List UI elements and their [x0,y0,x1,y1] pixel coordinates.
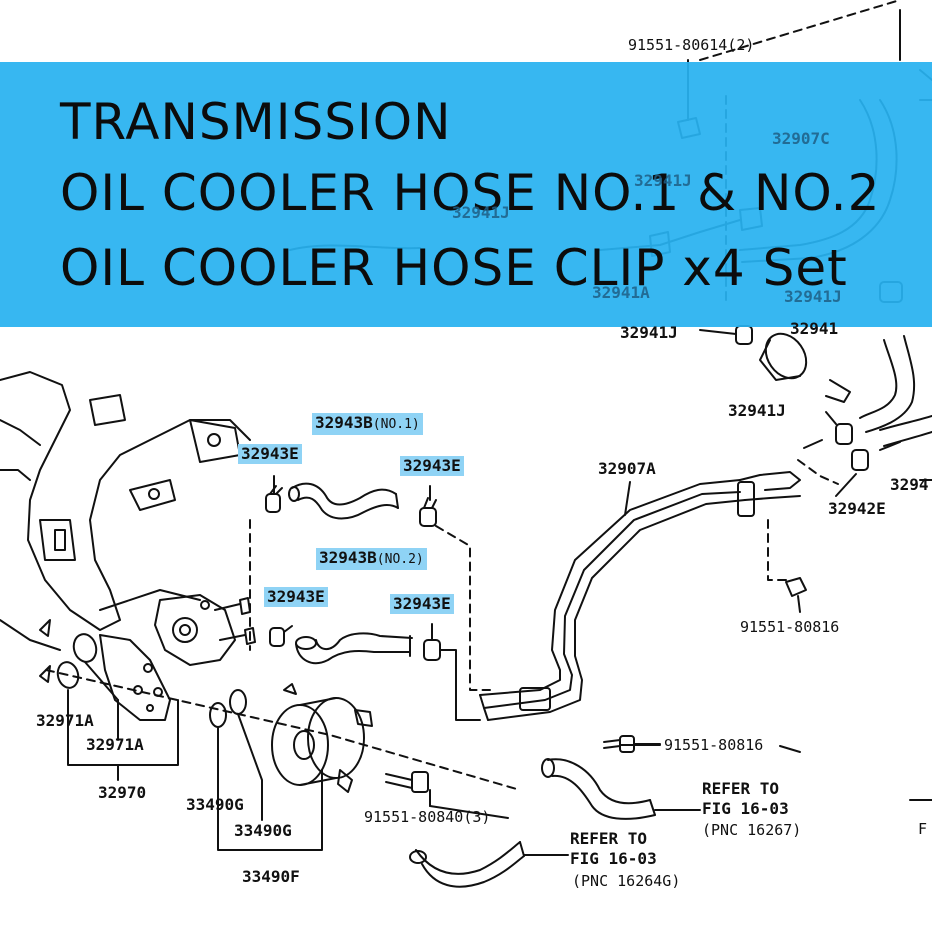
label-clip-3: 32943E [264,587,328,607]
refer2-line3: (PNC 16264G) [572,872,681,890]
hose-clip-icon [269,625,293,647]
label-32971a-1: 32971A [36,711,94,730]
refer1-line2: FIG 16-03 [702,799,789,818]
label-32942e: 32942E [828,499,886,518]
pipe-32907a [479,471,801,721]
refer2-line1: REFER TO [570,829,648,848]
label-bolt-mid: 91551-80816 [664,736,764,754]
banner-title-line1: TRANSMISSION [60,93,452,151]
label-32971a-2: 32971A [86,735,144,754]
label-33490f: 33490F [242,867,300,886]
label-32941j-d: 32941J [620,323,678,342]
label-32907c: 32907C [772,129,830,148]
label-edge-f: F [918,820,928,838]
title-banner [0,62,932,327]
label-clip-1: 32943E [238,444,302,464]
label-bolt-top: 91551-80614(2) [628,36,755,54]
label-32941j-b: 32941J [452,203,510,222]
o-ring-icon [229,689,247,715]
label-hose-no2: 32943B(NO.2) [316,548,427,570]
label-32970: 32970 [98,783,147,802]
label-32941j-c: 32941J [784,287,842,306]
hose-clip-icon [423,623,441,661]
refer1-line3: (PNC 16267) [702,821,802,839]
hex-bolt-icon [385,771,429,793]
label-32941: 32941 [790,319,839,338]
label-33490g-2: 33490G [234,821,292,840]
label-bolt-right: 91551-80816 [740,618,840,636]
hose-no2 [295,632,413,665]
label-hose-no1-tag: (NO.1) [372,417,420,432]
refer2-line2: FIG 16-03 [570,849,657,868]
label-clip-4: 32943E [390,594,454,614]
hex-bolt-icon [785,577,807,613]
banner-title-line3: OIL COOLER HOSE CLIP x4 Set [60,239,848,297]
label-clip-2: 32943E [400,456,464,476]
label-32941a: 32941A [592,283,650,302]
label-hose-no1: 32943B(NO.1) [312,413,423,435]
o-ring-icon [209,702,227,728]
hose-no1 [288,482,399,520]
label-32941j-a: 32941J [634,171,692,190]
banner-title-line2: OIL COOLER HOSE NO.1 & NO.2 [60,164,881,222]
label-32907a: 32907A [598,459,656,478]
lower-hose-right [541,758,656,820]
o-ring-icon [56,661,80,689]
label-hose-no2-tag: (NO.2) [376,552,424,567]
transmission-housing [0,371,251,721]
label-32941j-e: 32941J [728,401,786,420]
hose-clip-icon [419,497,437,527]
o-ring-icon [72,633,98,663]
valve-body [154,594,256,666]
label-hose-no1-part: 32943B [315,413,373,432]
label-hose-no2-part: 32943B [319,548,377,567]
label-33490g-1: 33490G [186,795,244,814]
lower-hose-left [409,841,525,888]
refer1-line1: REFER TO [702,779,780,798]
oil-cooler-icon [271,683,373,793]
label-3294-cut: 3294 [890,475,929,494]
label-bolt-bottom: 91551-80840(3) [364,808,491,826]
